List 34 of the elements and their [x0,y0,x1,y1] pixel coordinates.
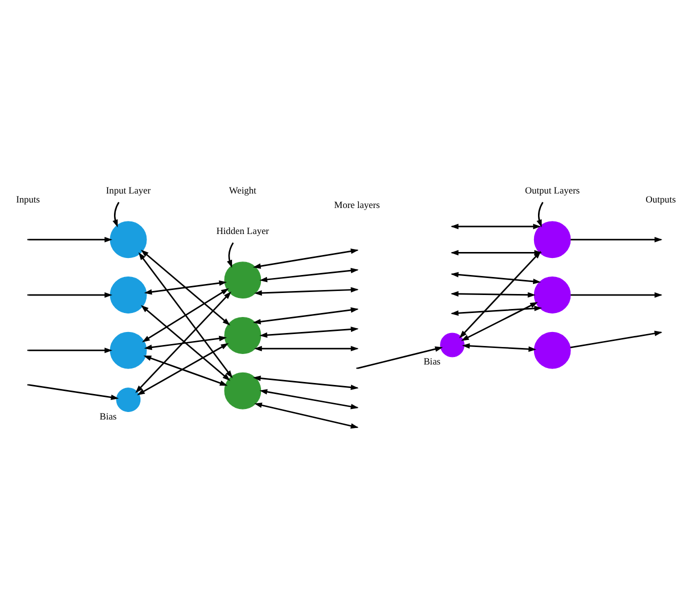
node-circle [116,388,141,412]
arrow [358,346,443,369]
arrow [144,356,228,386]
label: Weight [229,186,256,197]
node-circle [110,332,147,369]
arrow [140,250,230,326]
label: More layers [334,200,380,211]
node-circle [110,221,147,258]
label: Inputs [16,196,40,206]
arrow [461,302,542,341]
node-circle [534,332,571,369]
arrow [140,305,230,381]
arrow [142,288,229,342]
arrow [28,348,112,354]
node-text: Hidden Layer [216,227,269,238]
arrow [144,336,227,350]
arrow [28,384,119,400]
node-label: Bias [100,412,117,422]
node-label: Bias [424,358,441,368]
arrow [112,202,120,228]
node-circle [110,276,147,314]
node-circle [440,332,464,358]
arrow [135,291,232,394]
node-text: Input Layer [106,186,151,197]
arrow [137,343,229,396]
arrow [28,292,112,298]
label: Outputs [646,196,676,206]
arrow [226,242,234,268]
arrow [462,343,536,352]
arrow [28,236,112,242]
node-text: Output Layers [524,186,580,197]
arrow [138,252,233,378]
arrow [536,202,544,228]
arrow [144,280,227,295]
